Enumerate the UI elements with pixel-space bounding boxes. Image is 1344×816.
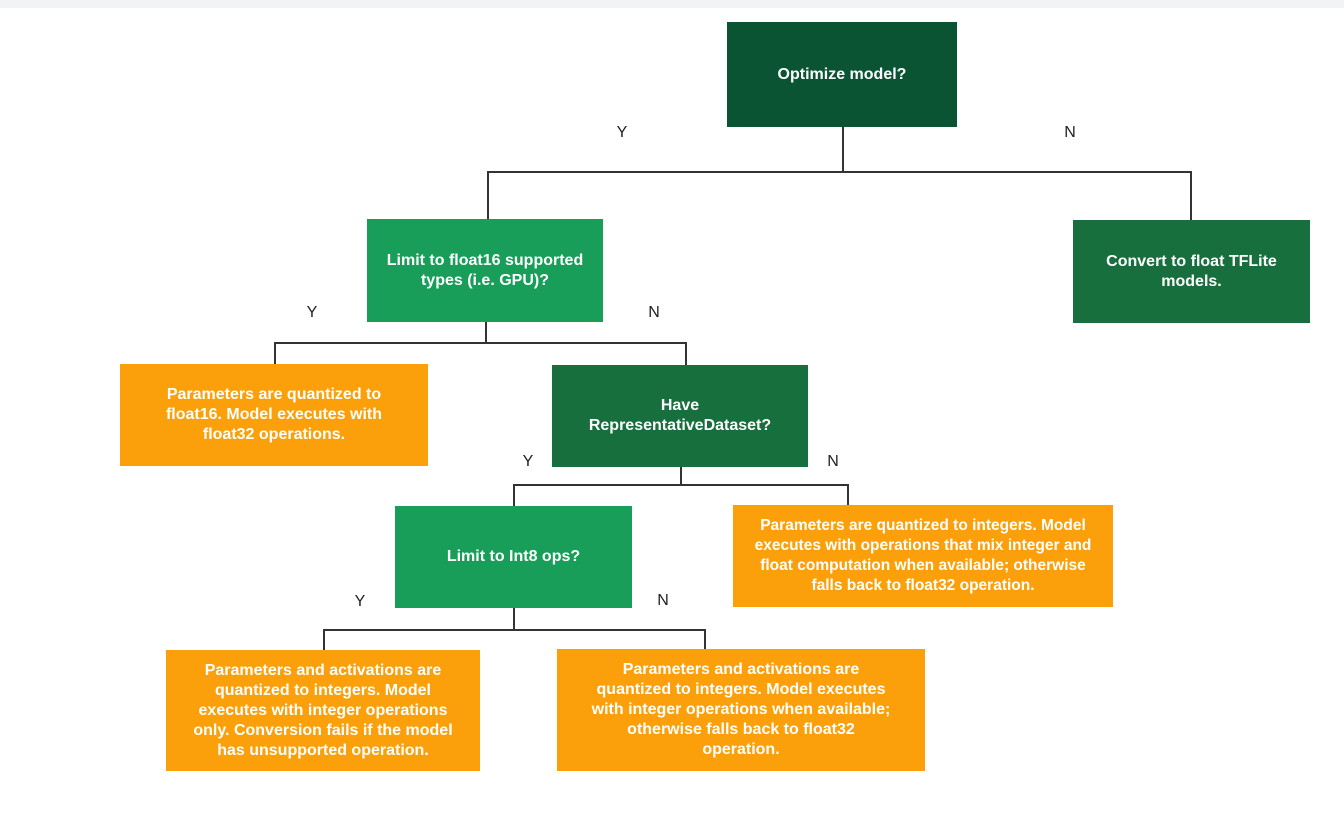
top-strip — [0, 0, 1344, 8]
edge-label-no: N — [1064, 124, 1076, 141]
connector-line — [704, 629, 706, 649]
edge-label-yes: Y — [522, 453, 534, 470]
connector-line — [485, 322, 487, 343]
connector-line — [847, 484, 849, 505]
connector-line — [680, 467, 682, 485]
connector-line — [274, 342, 276, 364]
flow-node-limit-int8-ops: Limit to Int8 ops? — [395, 506, 632, 608]
connector-line — [323, 629, 325, 650]
edge-label-yes: Y — [354, 593, 366, 610]
connector-line — [513, 608, 515, 630]
flow-node-convert-float-tflite: Convert to float TFLite models. — [1073, 220, 1310, 323]
connector-line — [487, 171, 489, 219]
flow-node-params-quantized-float16: Parameters are quantized to float16. Mod… — [120, 364, 428, 466]
flow-node-params-integer-fallback: Parameters and activations are quantized… — [557, 649, 925, 771]
edge-label-yes: Y — [616, 124, 628, 141]
flow-node-params-integer-only: Parameters and activations are quantized… — [166, 650, 480, 771]
connector-line — [1190, 171, 1192, 220]
connector-line — [513, 484, 848, 486]
connector-line — [513, 484, 515, 506]
connector-line — [323, 629, 705, 631]
connector-line — [685, 342, 687, 365]
connector-line — [842, 127, 844, 172]
edge-label-no: N — [657, 592, 669, 609]
connector-line — [274, 342, 686, 344]
edge-label-no: N — [827, 453, 839, 470]
edge-label-no: N — [648, 304, 660, 321]
flow-node-optimize-model: Optimize model? — [727, 22, 957, 127]
edge-label-yes: Y — [306, 304, 318, 321]
connector-line — [487, 171, 1191, 173]
flow-node-have-representative-dataset: Have RepresentativeDataset? — [552, 365, 808, 467]
flow-node-params-integers-mixed: Parameters are quantized to integers. Mo… — [733, 505, 1113, 607]
flow-node-limit-float16: Limit to float16 supported types (i.e. G… — [367, 219, 603, 322]
